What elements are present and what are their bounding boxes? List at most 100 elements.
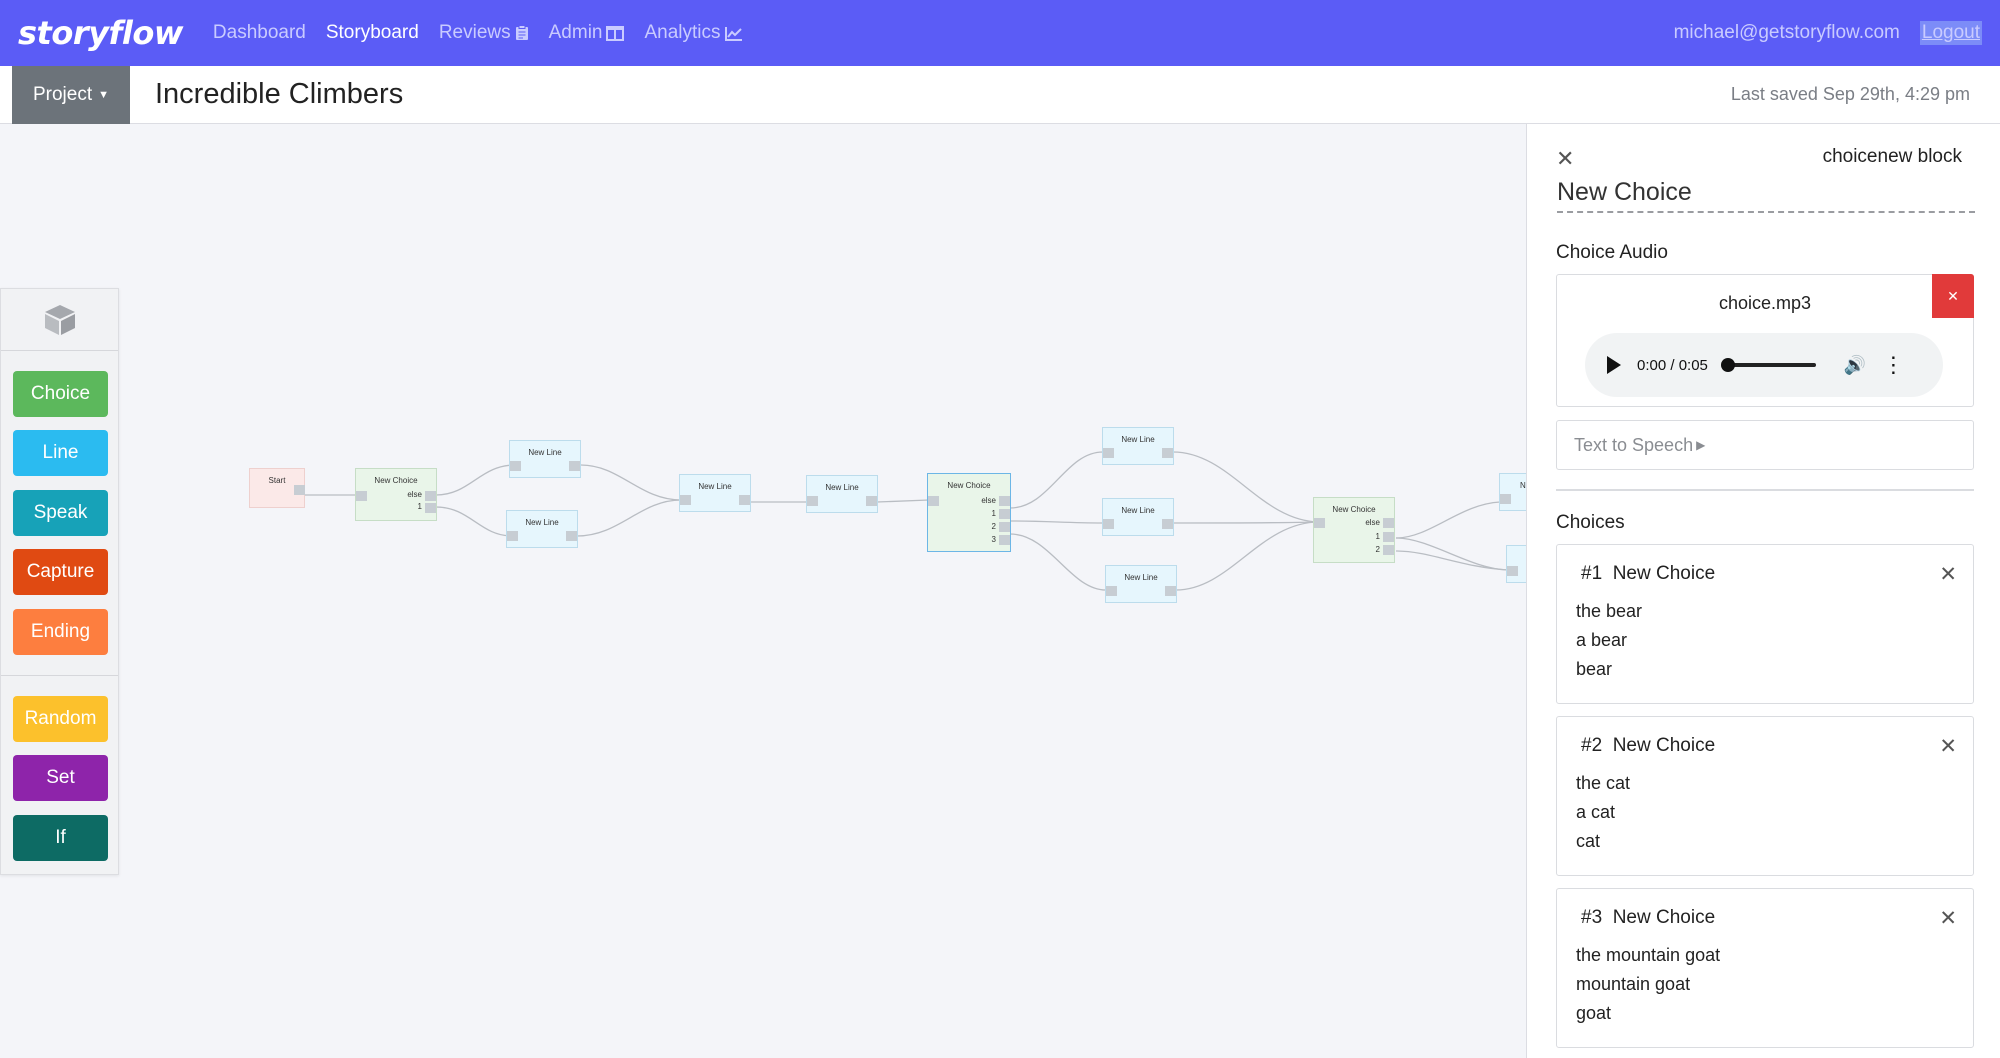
chart-icon: [724, 26, 742, 41]
node-line-partial[interactable]: N: [1499, 473, 1526, 511]
node-port[interactable]: [1103, 519, 1114, 529]
node-start[interactable]: Start: [249, 468, 305, 508]
node-title: N: [1520, 481, 1526, 490]
audio-card: choice.mp3 ✕ 0:00 / 0:05 🔊 ⋮: [1556, 274, 1974, 407]
choice-card[interactable]: #2 New Choice ✕ the cat a cat cat: [1556, 716, 1974, 876]
block-name-input[interactable]: New Choice: [1557, 178, 1975, 213]
node-title: New Choice: [1332, 505, 1376, 514]
palette-capture-button[interactable]: Capture: [13, 549, 108, 595]
node-port[interactable]: [999, 509, 1010, 519]
choice-phrase: the cat: [1576, 773, 1631, 793]
palette-divider: [1, 675, 118, 676]
node-port[interactable]: [1314, 518, 1325, 528]
node-line[interactable]: New Line: [806, 475, 878, 513]
node-port[interactable]: [1383, 545, 1394, 555]
text-to-speech-toggle[interactable]: Text to Speech ▶: [1556, 420, 1974, 470]
tts-label: Text to Speech: [1574, 434, 1694, 455]
node-port[interactable]: [510, 461, 521, 471]
nav-link-label: Storyboard: [325, 22, 419, 43]
node-port[interactable]: [999, 496, 1010, 506]
choice-card[interactable]: #1 New Choice ✕ the bear a bear bear: [1556, 544, 1974, 704]
choice-title: #1 New Choice: [1581, 563, 1715, 585]
palette-random-button[interactable]: Random: [13, 696, 108, 742]
palette-speak-button[interactable]: Speak: [13, 490, 108, 536]
choice-name: New Choice: [1612, 735, 1716, 756]
node-port[interactable]: [1507, 566, 1518, 576]
storyboard-canvas[interactable]: Start New Choice else 1 New Line New Lin…: [0, 124, 1526, 1058]
connection-lines: [303, 451, 1509, 591]
node-port[interactable]: [1106, 586, 1117, 596]
node-port[interactable]: [425, 491, 436, 501]
node-port[interactable]: [1162, 519, 1173, 529]
audio-seek-slider[interactable]: [1720, 358, 1816, 372]
choice-phrase: the mountain goat: [1576, 945, 1721, 965]
choice-audio-label: Choice Audio: [1556, 242, 1668, 263]
close-panel-icon[interactable]: ✕: [1556, 146, 1575, 171]
delete-choice-icon[interactable]: ✕: [1939, 563, 1957, 586]
block-type-label: choicenew block: [1822, 146, 1962, 167]
node-line[interactable]: New Line: [509, 440, 581, 478]
node-port[interactable]: [680, 495, 691, 505]
logout-link[interactable]: Logout: [1919, 21, 1982, 45]
seek-thumb[interactable]: [1720, 358, 1735, 372]
node-port[interactable]: [866, 496, 877, 506]
node-port[interactable]: [739, 495, 750, 505]
node-port[interactable]: [425, 503, 436, 513]
node-port[interactable]: [1383, 518, 1394, 528]
node-line[interactable]: New Line: [679, 474, 751, 512]
node-port[interactable]: [569, 461, 580, 471]
node-title: New Choice: [374, 476, 418, 485]
node-port[interactable]: [1500, 494, 1511, 504]
palette-if-button[interactable]: If: [13, 815, 108, 861]
palette-set-button[interactable]: Set: [13, 755, 108, 801]
brand-logo[interactable]: storyflow: [18, 14, 183, 52]
choice-phrase: cat: [1576, 831, 1601, 851]
node-choice[interactable]: New Choice else 1 2: [1313, 497, 1395, 563]
port-label: 1: [1375, 532, 1380, 541]
nav-link-admin[interactable]: Admin: [549, 22, 625, 44]
nav-link-storyboard[interactable]: Storyboard: [326, 22, 419, 44]
node-line-partial[interactable]: [1506, 545, 1526, 583]
node-port[interactable]: [999, 535, 1010, 545]
node-port[interactable]: [566, 531, 577, 541]
palette-line-button[interactable]: Line: [13, 430, 108, 476]
node-port[interactable]: [294, 485, 305, 495]
node-line[interactable]: New Line: [1105, 565, 1177, 603]
choice-title: #2 New Choice: [1581, 735, 1715, 757]
choice-phrase: a bear: [1576, 630, 1628, 650]
user-email[interactable]: michael@getstoryflow.com: [1673, 22, 1900, 43]
node-line[interactable]: New Line: [1102, 498, 1174, 536]
node-line[interactable]: New Line: [506, 510, 578, 548]
choice-card[interactable]: #3 New Choice ✕ the mountain goat mounta…: [1556, 888, 1974, 1048]
remove-audio-button[interactable]: ✕: [1932, 274, 1974, 318]
node-choice-selected[interactable]: New Choice else 1 2 3: [927, 473, 1011, 552]
more-options-icon[interactable]: ⋮: [1882, 352, 1905, 377]
node-port[interactable]: [1103, 448, 1114, 458]
play-icon[interactable]: [1607, 356, 1621, 374]
node-port[interactable]: [1383, 532, 1394, 542]
node-line[interactable]: New Line: [1102, 427, 1174, 465]
project-button-label: Project: [32, 83, 93, 105]
project-dropdown-button[interactable]: Project ▼: [12, 65, 130, 124]
nav-link-label: Dashboard: [212, 22, 306, 43]
nav-link-reviews[interactable]: Reviews: [439, 22, 529, 44]
nav-link-analytics[interactable]: Analytics: [644, 22, 742, 44]
volume-icon[interactable]: 🔊: [1843, 354, 1867, 375]
delete-choice-icon[interactable]: ✕: [1939, 735, 1957, 758]
port-label: 2: [991, 522, 996, 531]
node-port[interactable]: [1165, 586, 1176, 596]
node-port[interactable]: [356, 491, 367, 501]
delete-choice-icon[interactable]: ✕: [1939, 907, 1957, 930]
choice-phrase: bear: [1576, 659, 1613, 679]
node-port[interactable]: [1162, 448, 1173, 458]
nav-link-dashboard[interactable]: Dashboard: [213, 22, 306, 44]
node-port[interactable]: [507, 531, 518, 541]
node-port[interactable]: [928, 496, 939, 506]
port-label: else: [981, 496, 996, 505]
node-port[interactable]: [999, 522, 1010, 532]
palette-ending-button[interactable]: Ending: [13, 609, 108, 655]
node-port[interactable]: [807, 496, 818, 506]
cube-icon: [44, 304, 75, 335]
palette-choice-button[interactable]: Choice: [13, 371, 108, 417]
node-choice[interactable]: New Choice else 1: [355, 468, 437, 521]
